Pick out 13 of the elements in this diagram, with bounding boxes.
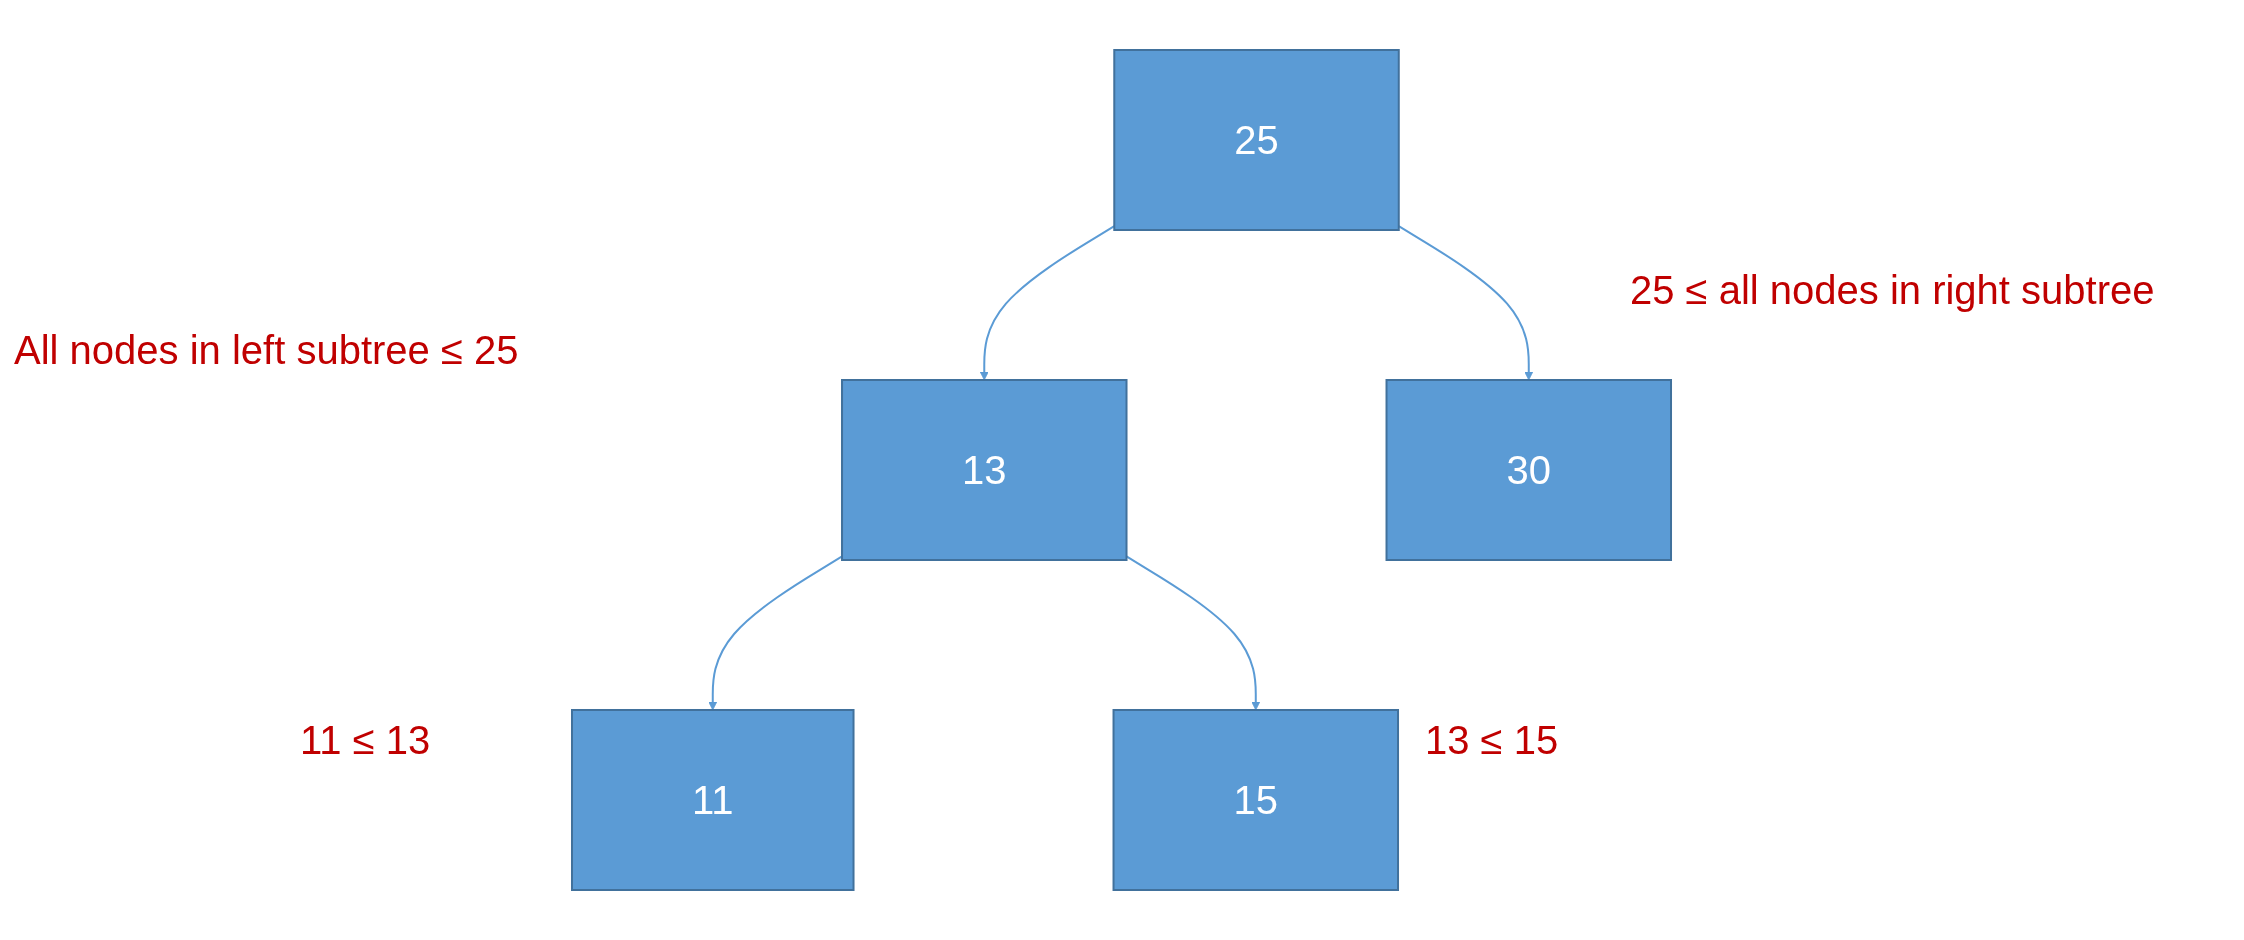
node-box: 15	[1113, 709, 1400, 891]
node-box: 11	[571, 709, 855, 891]
note-text: 11 ≤ 13	[300, 718, 431, 763]
node-box: 13	[841, 379, 1128, 561]
node-box: 30	[1386, 379, 1673, 561]
note-text: 25 ≤ all nodes in right subtree	[1630, 268, 2155, 313]
node-box: 25	[1113, 49, 1401, 231]
note-text: 13 ≤ 15	[1425, 718, 1559, 763]
arrow	[980, 225, 1116, 381]
note-text: All nodes in left subtree ≤ 25	[14, 328, 519, 373]
arrow	[1398, 225, 1534, 381]
arrow	[708, 555, 844, 711]
arrow	[1126, 555, 1261, 711]
